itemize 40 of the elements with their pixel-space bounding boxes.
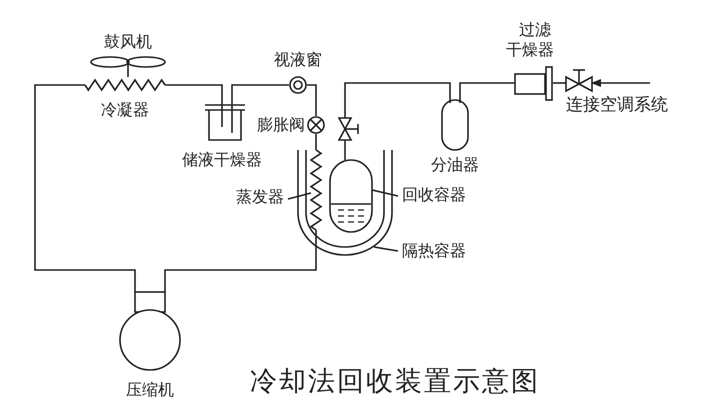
leader-line: [372, 189, 398, 197]
vessel-drawing: [330, 160, 372, 232]
filter-drawing: [515, 67, 553, 100]
vessel-drawing: [442, 100, 468, 150]
pipe: [34, 84, 136, 292]
arrow: [591, 79, 650, 87]
part-label: 蒸发器: [233, 186, 287, 208]
pipe: [344, 82, 451, 118]
pipe: [553, 82, 566, 84]
pipe: [344, 140, 346, 160]
leader-line: [374, 246, 398, 252]
pipe: [315, 134, 317, 150]
part-label: 回收容器: [398, 184, 470, 206]
pipe: [307, 84, 317, 116]
coil-drawing: [85, 79, 165, 91]
part-label: 隔热容器: [398, 240, 470, 262]
tank-drawing: [205, 103, 245, 141]
part-label: 鼓风机: [104, 32, 152, 52]
part-label: 冷凝器: [101, 100, 149, 120]
vessel-drawing: [296, 148, 394, 258]
sight-glass-icon: [289, 76, 307, 94]
valve-icon: [307, 116, 325, 134]
pipe: [459, 82, 515, 103]
leader-line: [288, 192, 312, 200]
pipe: [231, 84, 289, 103]
part-label: 分油器: [431, 155, 479, 175]
pipe: [164, 230, 317, 292]
fan-drawing: [88, 55, 168, 77]
coil-drawing: [310, 150, 322, 230]
part-label: 膨胀阀: [257, 115, 305, 135]
part-label: 储液干燥器: [182, 150, 262, 170]
part-label: 压缩机: [126, 380, 174, 400]
edge-label: 连接空调系统: [566, 95, 668, 115]
valve-icon: [566, 68, 592, 92]
pipe: [165, 84, 223, 103]
caption: 冷却法回收装置示意图: [250, 366, 540, 398]
compressor-drawing: [120, 292, 180, 372]
valve-icon: [338, 118, 360, 140]
part-label: 过滤干燥器: [505, 20, 555, 60]
part-label: 视液窗: [274, 50, 322, 70]
